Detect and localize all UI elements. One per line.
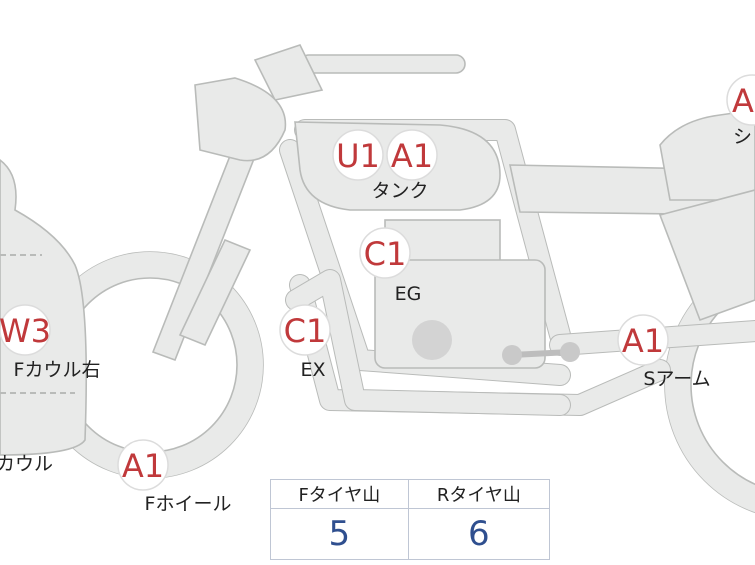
handlebar bbox=[253, 44, 466, 101]
front-tread-header: Fタイヤ山 bbox=[270, 479, 409, 509]
tire-tread-table: Fタイヤ山 Rタイヤ山 5 6 bbox=[270, 479, 551, 560]
rear-wheel-inner bbox=[690, 284, 755, 486]
badge-code: C1 bbox=[284, 312, 327, 350]
badge-code: A1 bbox=[391, 137, 433, 175]
badge-front-cowl-right: W3 Fカウル右 bbox=[0, 304, 101, 381]
rear-tread-value: 6 bbox=[407, 508, 551, 560]
badge-code: C1 bbox=[364, 235, 407, 273]
badge-label: シ bbox=[733, 126, 752, 148]
badge-label: EG bbox=[395, 283, 422, 305]
rear-wheel bbox=[665, 257, 755, 513]
badge-swing-arm: A1 Sアーム bbox=[617, 314, 711, 390]
badge-label: タンク bbox=[371, 180, 428, 202]
badge-tank-u1: U1 bbox=[332, 129, 384, 181]
badge-code: A bbox=[732, 82, 754, 120]
badge-label: Fホイール bbox=[145, 493, 232, 515]
rear-tread-header: Rタイヤ山 bbox=[407, 479, 551, 509]
badge-label: Sアーム bbox=[643, 368, 710, 390]
badge-code: A1 bbox=[622, 322, 664, 360]
badge-label: カウル bbox=[0, 453, 53, 475]
badge-engine: C1 EG bbox=[359, 227, 422, 305]
badge-cowl: カウル bbox=[0, 453, 53, 475]
front-cowl bbox=[0, 158, 88, 456]
badge-front-wheel: A1 Fホイール bbox=[117, 439, 232, 515]
badge-tank-a1: A1 タンク bbox=[371, 129, 438, 202]
badge-code: U1 bbox=[336, 137, 380, 175]
exhaust bbox=[285, 269, 571, 416]
badge-code: W3 bbox=[0, 312, 51, 350]
front-tread-value: 5 bbox=[270, 508, 409, 560]
badge-code: A1 bbox=[122, 447, 164, 485]
seat bbox=[509, 109, 755, 322]
badge-exhaust: C1 EX bbox=[279, 304, 331, 381]
headlight bbox=[194, 77, 287, 162]
badge-label: Fカウル右 bbox=[14, 359, 101, 381]
badge-label: EX bbox=[300, 359, 325, 381]
front-fork bbox=[151, 108, 272, 362]
engine bbox=[374, 219, 580, 369]
badge-seat: A シ bbox=[726, 74, 755, 148]
